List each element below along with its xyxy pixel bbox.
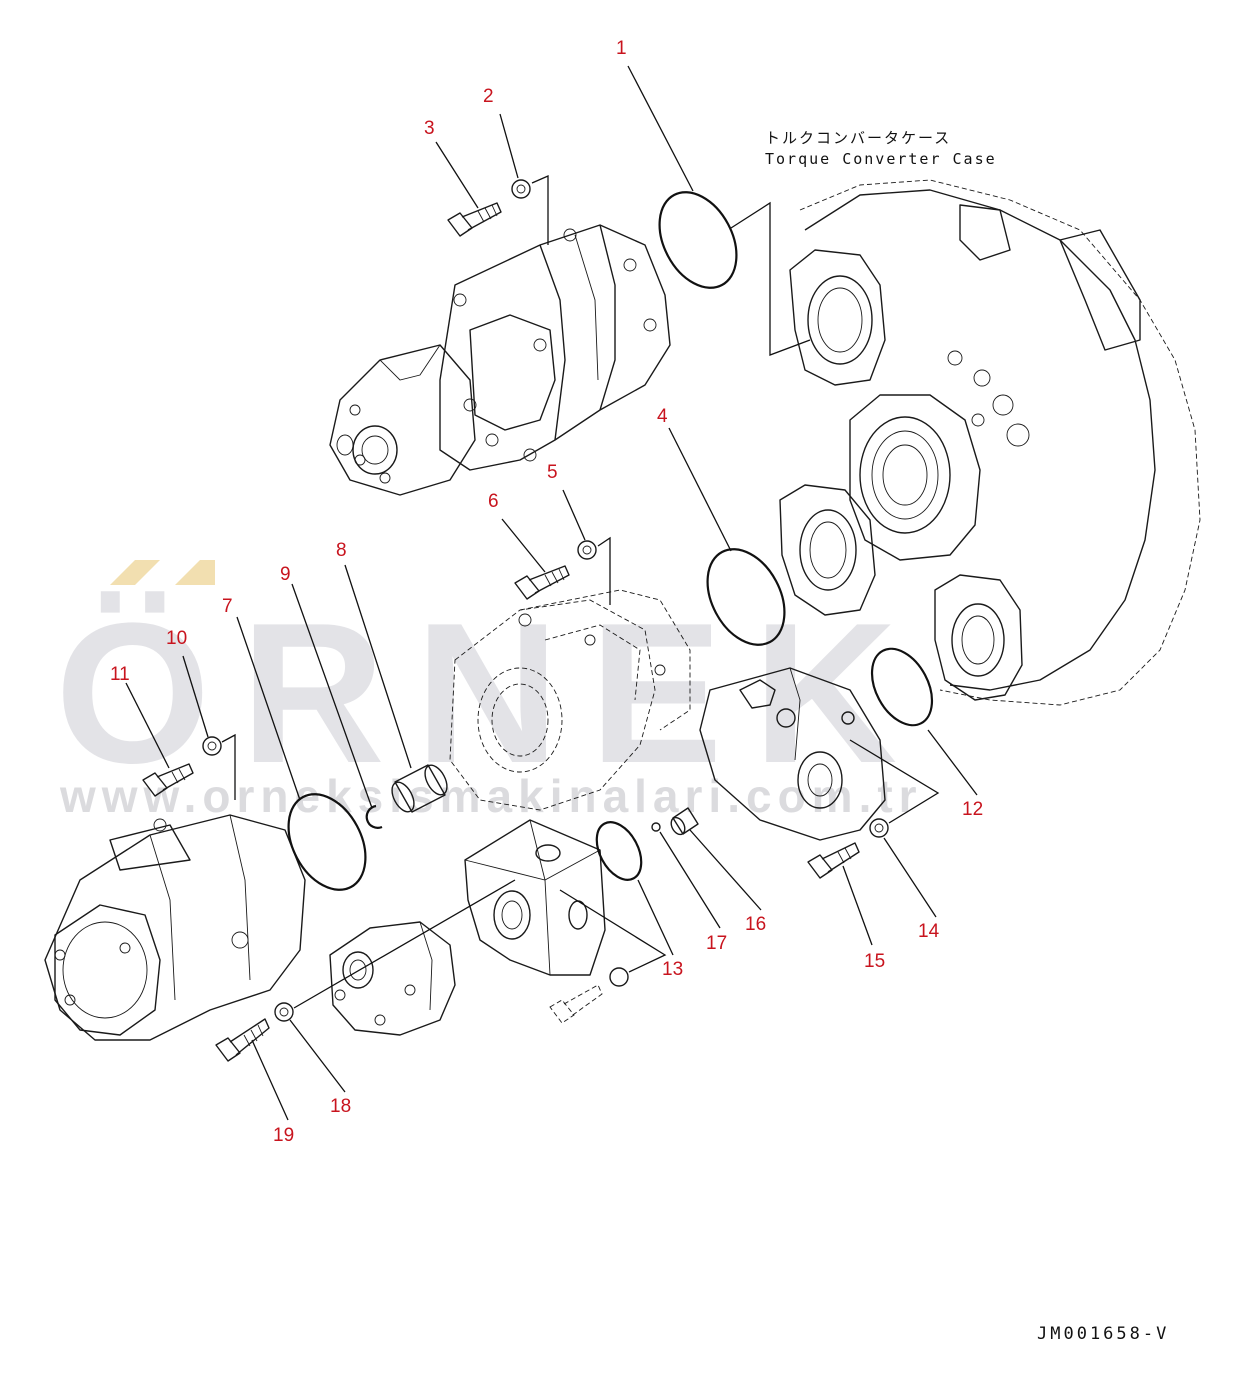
callout-7: 7	[222, 596, 233, 617]
callout-14: 14	[918, 921, 940, 942]
washer-10	[202, 736, 222, 756]
watermark-url: www.orneksismakinalari.com.tr	[59, 770, 923, 822]
o-ring-7	[287, 793, 367, 891]
o-ring-13	[595, 821, 643, 881]
callout-6: 6	[488, 491, 499, 512]
middle-pump-assembly	[449, 589, 691, 811]
watermark-accent-right	[175, 560, 215, 585]
callout-11: 11	[110, 664, 130, 685]
assembly-lines	[221, 175, 940, 1009]
bolt-19	[215, 1018, 270, 1062]
o-ring-1	[658, 191, 738, 289]
washer-5	[577, 540, 597, 560]
callout-12: 12	[962, 799, 983, 820]
callout-2: 2	[483, 86, 494, 107]
callout-19: 19	[273, 1125, 294, 1146]
watermark-logo: ÖRNEK	[55, 582, 927, 805]
o-ring-12	[870, 647, 934, 727]
callout-leaders	[125, 65, 978, 1121]
valve-block	[699, 667, 886, 841]
callout-15: 15	[864, 951, 885, 972]
callout-9: 9	[280, 564, 291, 585]
main-pump	[44, 814, 306, 1041]
callout-3: 3	[424, 118, 435, 139]
callout-4: 4	[657, 406, 668, 427]
bushing-16	[670, 807, 699, 836]
bolt-15	[807, 842, 860, 879]
caption-english: Torque Converter Case	[765, 150, 997, 168]
callout-18: 18	[330, 1096, 351, 1117]
upper-pump-assembly	[329, 224, 671, 496]
bolt-11	[142, 763, 194, 797]
callout-5: 5	[547, 462, 558, 483]
washer-unlabeled	[609, 967, 629, 987]
bolt-6	[514, 565, 570, 600]
bushing-8	[391, 764, 448, 813]
o-ring-4	[706, 548, 786, 646]
callout-8: 8	[336, 540, 347, 561]
washer-14	[869, 818, 889, 838]
plug-17	[651, 822, 661, 832]
callout-1: 1	[616, 38, 627, 59]
callout-17: 17	[706, 933, 727, 954]
washer-2	[511, 179, 531, 199]
callout-13: 13	[662, 959, 683, 980]
gear-pump	[329, 921, 456, 1036]
watermark: ÖRNEK www.orneksismakinalari.com.tr	[55, 560, 927, 822]
bolt-3	[447, 202, 502, 237]
document-id: JM001658-V	[1037, 1324, 1169, 1344]
washer-18	[274, 1002, 294, 1022]
bolt-unlabeled	[549, 984, 603, 1024]
watermark-accent-left	[110, 560, 160, 585]
caption-japanese: トルクコンバータケース	[765, 129, 951, 147]
callout-labels: 1 2 3 4 5 6 7 8 9 10 11 12 13 14 15 16 1…	[110, 38, 983, 1146]
callout-16: 16	[745, 914, 766, 935]
torque-converter-case	[779, 179, 1201, 706]
callout-10: 10	[166, 628, 187, 649]
